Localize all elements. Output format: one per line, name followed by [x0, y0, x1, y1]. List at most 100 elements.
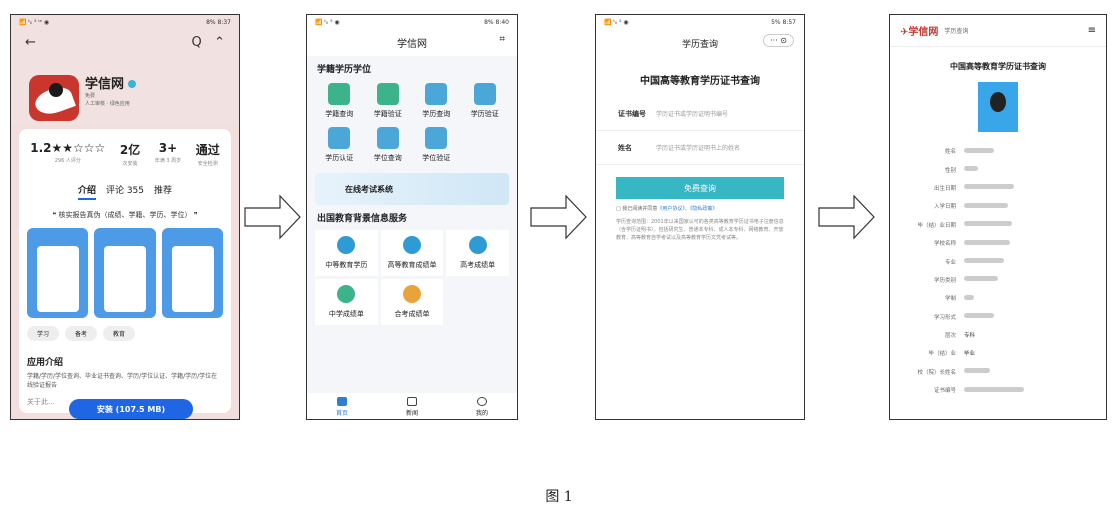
tag-education[interactable]: 教育 [103, 326, 136, 341]
capsule-menu[interactable]: ··· ⊙ [763, 34, 794, 47]
privacy-policy-link[interactable]: 《隐私政策》 [689, 206, 718, 212]
blurred-value [964, 166, 978, 172]
screenshot-thumb[interactable] [27, 228, 89, 318]
result-value [964, 258, 1004, 265]
back-icon[interactable]: ← [25, 35, 36, 50]
result-label: 层次 [944, 333, 956, 340]
nav-news[interactable]: 新闻 [406, 397, 418, 419]
blurred-value [964, 313, 994, 319]
service-secondary[interactable]: 中等教育学历 [315, 230, 378, 276]
result-value [964, 276, 998, 283]
result-row: 学校名称 [900, 234, 1096, 252]
result-row: 出生日期 [900, 179, 1096, 197]
degree-query-screen: 📶 ᵗᵢₗ ⁵ ◉5% 8:57 学历查询··· ⊙ 中国高等教育学历证书查询 … [595, 14, 805, 420]
page-subtitle: 学历查询 [944, 28, 969, 35]
stat-installs: 2亿次安装 [119, 143, 141, 167]
result-label: 姓名 [944, 149, 956, 156]
grid-item-xueji-query[interactable]: 学籍查询 [315, 83, 364, 119]
result-heading: 中国高等教育学历证书查询 [950, 62, 1046, 71]
tab-comments[interactable]: 评论 355 [105, 186, 145, 196]
blurred-value [964, 276, 998, 282]
result-value [964, 202, 1008, 210]
figure-caption: 图 1 [545, 489, 573, 505]
result-row: 性别 [900, 160, 1096, 178]
result-row: 姓名 [900, 142, 1096, 160]
about-link[interactable]: 关于此... [27, 398, 55, 406]
status-left: 📶 ᵗᵢₗ ⁵ ◉ [604, 18, 629, 26]
share-icon[interactable]: ⌃ [214, 35, 225, 50]
service-higher-transcript[interactable]: 高等教育成绩单 [380, 230, 444, 276]
agree-checkbox[interactable]: □ 我已阅读并同意 [616, 206, 658, 212]
query-result-screen: ✈学信网学历查询≡ 中国高等教育学历证书查询 姓名性别出生日期入学日期毕（结）业… [889, 14, 1107, 420]
doc-icon [468, 236, 487, 254]
result-row: 专业 [900, 252, 1096, 270]
screenshot-thumb[interactable] [94, 228, 156, 318]
result-row: 毕（结）业毕业 [900, 344, 1096, 362]
nav-mine[interactable]: 我的 [476, 397, 488, 419]
form-heading: 中国高等教育学历证书查询 [640, 76, 760, 87]
result-label: 毕（结）业日期 [917, 222, 956, 229]
user-icon [476, 397, 487, 406]
grid-item-xuewei-query[interactable]: 学位查询 [364, 127, 413, 163]
verified-icon [128, 80, 137, 88]
news-icon [406, 397, 417, 406]
result-label: 出生日期 [933, 185, 956, 192]
xueli-cert-icon [328, 127, 351, 149]
stat-age: 3+年满 3 周岁 [154, 141, 182, 164]
screenshot-thumb[interactable] [161, 228, 223, 318]
arrow-right-icon [244, 194, 301, 240]
xuexin-home-screen: 📶 ᵗᵢₗ ⁵ ◉8% 8:40 学信网⌗ 学籍学历学位 学籍查询 学籍验证 学… [306, 14, 518, 420]
intro-title: 应用介绍 [27, 358, 64, 368]
grid-item-xuewei-verify[interactable]: 学位验证 [412, 127, 461, 163]
free-query-button[interactable]: 免费查询 [616, 177, 784, 199]
result-value [964, 239, 1010, 247]
scan-icon[interactable]: ⌗ [499, 34, 505, 45]
grid-item-xueli-verify[interactable]: 学历验证 [461, 83, 510, 119]
result-value: 毕业 [964, 351, 976, 358]
blurred-value [964, 294, 974, 300]
exam-banner[interactable]: 在线考试系统 [315, 173, 509, 205]
result-row: 学制 [900, 289, 1096, 307]
status-left: 📶 ᵗᵢₗ ⁵ ◉ [315, 18, 340, 26]
result-value [964, 368, 990, 375]
student-photo [978, 82, 1018, 132]
grid-item-xueji-verify[interactable]: 学籍验证 [364, 83, 413, 119]
page-title: 学历查询 [681, 40, 718, 50]
result-value [964, 313, 994, 320]
service-huikao[interactable]: 合考成绩单 [380, 279, 444, 325]
nav-home[interactable]: 首页 [336, 397, 348, 419]
result-label: 证书编号 [933, 388, 956, 395]
grid-item-xueli-query[interactable]: 学历查询 [412, 83, 461, 119]
result-label: 学历类别 [933, 277, 956, 284]
tag-exam[interactable]: 备考 [65, 326, 98, 341]
grid-item-xueli-cert[interactable]: 学历认证 [315, 127, 364, 163]
result-label: 入学日期 [933, 204, 956, 211]
install-button[interactable]: 安装 (107.5 MB) [69, 399, 193, 419]
menu-icon[interactable]: ≡ [1087, 25, 1096, 36]
result-label: 校（院）长姓名 [917, 369, 956, 376]
result-row: 学习形式 [900, 308, 1096, 326]
app-name: 学信网 [85, 77, 125, 92]
search-icon[interactable]: Q [191, 35, 202, 50]
name-input[interactable]: 学历证书或学历证明书上的姓名 [656, 145, 741, 152]
doc-icon [402, 285, 421, 303]
arrow-right-icon [530, 194, 587, 240]
result-row: 学历类别 [900, 271, 1096, 289]
result-value [964, 221, 1012, 228]
section-title: 学籍学历学位 [317, 65, 372, 75]
app-logo-icon [29, 75, 79, 121]
xueli-query-icon [425, 83, 448, 105]
service-highschool[interactable]: 中学成绩单 [315, 279, 378, 325]
tab-recommend[interactable]: 推荐 [154, 186, 173, 196]
tab-intro[interactable]: 介绍 [77, 183, 96, 200]
user-agreement-link[interactable]: 《用户协议》 [657, 206, 685, 212]
doc-icon [337, 236, 356, 254]
result-value: 专科 [964, 333, 976, 340]
app-detail-card: 1.2★★☆☆☆296 人评分 2亿次安装 3+年满 3 周岁 通过安全检测 介… [19, 129, 231, 419]
service-gaokao[interactable]: 高考成绩单 [446, 230, 509, 276]
cert-no-input[interactable]: 学历证书或学历证明书编号 [656, 111, 729, 118]
result-value [964, 184, 1014, 191]
xueji-query-icon [328, 83, 351, 105]
query-scope-note: 学历查询范围：2001年以来国家认可的各类高等教育学历证书电子注册信息（含学历证… [616, 219, 784, 241]
tag-study[interactable]: 学习 [27, 326, 60, 341]
